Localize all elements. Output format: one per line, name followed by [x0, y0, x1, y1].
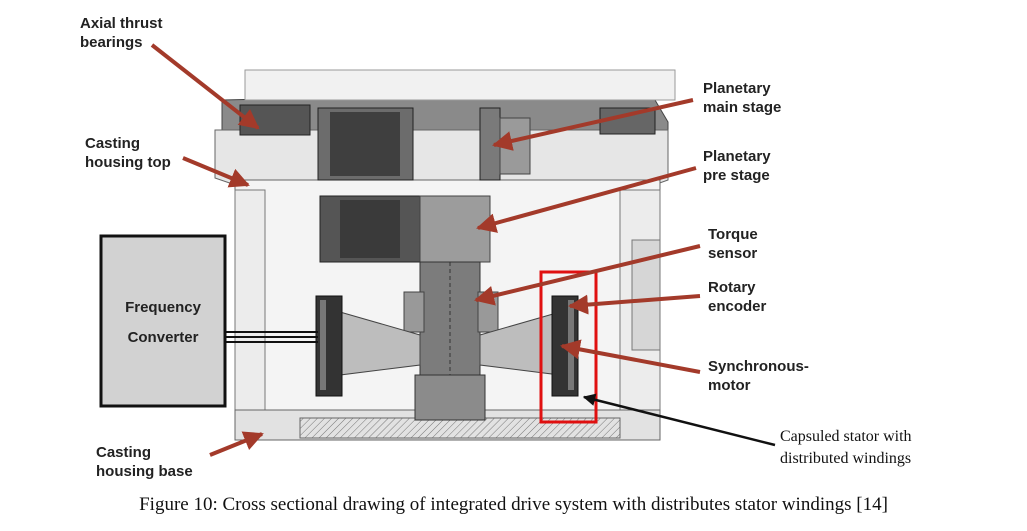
label-axial-thrust-2: bearings — [80, 34, 143, 51]
label-planetary-pre-1: Planetary — [703, 148, 771, 165]
label-rotary-encoder-2: encoder — [708, 298, 767, 315]
planetary-pre-stage — [319, 195, 491, 263]
arrow-planetary-main — [492, 98, 694, 151]
arrow-capsuled-stator — [582, 393, 776, 447]
arrow-rotary-encoder — [568, 294, 701, 315]
label-casting-top-2: housing top — [85, 154, 171, 171]
label-capsuled-stator-1: Capsuled stator with — [780, 428, 912, 445]
label-planetary-main-1: Planetary — [703, 80, 771, 97]
label-axial-thrust-1: Axial thrust — [80, 15, 163, 32]
figure-caption: Figure 10: Cross sectional drawing of in… — [139, 494, 888, 515]
arrow-planetary-pre — [476, 166, 697, 233]
arrow-torque-sensor — [474, 244, 701, 306]
capsuled-stator-highlight — [539, 270, 598, 424]
label-planetary-main-2: main stage — [703, 99, 781, 116]
label-planetary-pre-2: pre stage — [703, 167, 770, 184]
label-torque-sensor-2: sensor — [708, 245, 757, 262]
leader-arrows — [150, 43, 701, 457]
label-casting-base-1: Casting — [96, 444, 151, 461]
arrow-casting-top — [182, 156, 250, 188]
arrow-synchronous-motor — [560, 339, 701, 374]
frequency-converter-line2: Converter — [128, 329, 199, 346]
arrow-axial-thrust — [150, 43, 260, 130]
labels: Axial thrust bearings Casting housing to… — [80, 15, 912, 480]
label-synchronous-motor-1: Synchronous- — [708, 358, 809, 375]
frequency-converter-line1: Frequency — [125, 299, 202, 316]
label-rotary-encoder-1: Rotary — [708, 279, 756, 296]
planetary-main-stage — [317, 107, 531, 181]
label-synchronous-motor-2: motor — [708, 377, 751, 394]
label-casting-top-1: Casting — [85, 135, 140, 152]
label-torque-sensor-1: Torque — [708, 226, 758, 243]
frequency-converter: Frequency Converter — [99, 234, 318, 408]
label-casting-base-2: housing base — [96, 463, 193, 480]
label-capsuled-stator-2: distributed windings — [780, 450, 911, 467]
arrow-casting-base — [209, 431, 264, 457]
